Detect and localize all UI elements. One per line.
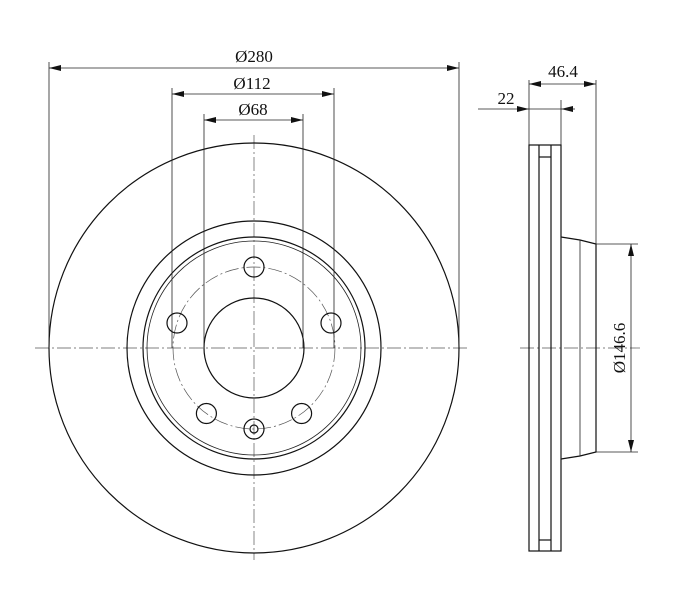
bolt-circle-diameter-label: Ø112 <box>233 74 270 93</box>
front-view <box>35 135 470 560</box>
bolt-hole <box>320 312 342 334</box>
side-view <box>520 144 640 552</box>
bolt-holes <box>166 256 342 425</box>
hub-step-edge <box>146 240 362 456</box>
bolt-hole <box>195 402 217 425</box>
bolt-hole <box>291 402 313 425</box>
disc-thickness-label: 22 <box>498 89 515 108</box>
hat-diameter-label: Ø146.6 <box>610 323 629 374</box>
front-dimensions: Ø280 Ø112 Ø68 <box>48 47 460 348</box>
hub-outer-edge <box>142 236 366 460</box>
outer-diameter-label: Ø280 <box>235 47 273 66</box>
bolt-circle <box>172 266 336 430</box>
side-dimensions: 46.4 22 Ø146.6 <box>478 62 638 453</box>
bolt-hole <box>166 312 188 334</box>
side-hat-section <box>560 236 597 460</box>
locating-hole <box>243 418 265 440</box>
bolt-hole <box>243 256 265 278</box>
friction-ring-inner-edge <box>126 220 382 476</box>
center-bore-diameter-label: Ø68 <box>238 100 267 119</box>
overall-thickness-label: 46.4 <box>548 62 578 81</box>
